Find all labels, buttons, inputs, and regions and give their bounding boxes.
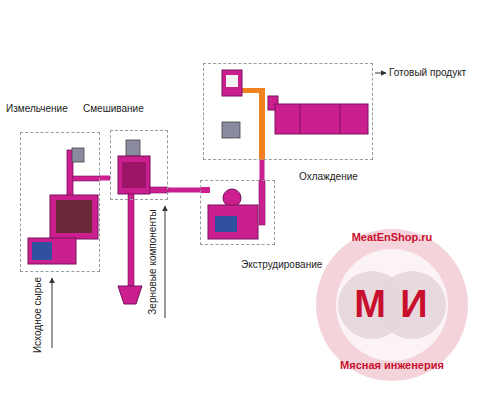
region-label: Измельчение [6, 103, 68, 115]
mixer-body [122, 162, 146, 188]
extruder [208, 205, 258, 239]
pipe [128, 194, 134, 286]
motor [72, 148, 84, 162]
cooler-drum [275, 104, 368, 134]
output-arrow [375, 73, 386, 74]
duct [200, 187, 210, 193]
feeder [223, 189, 241, 207]
region-label: Смешивание [83, 103, 144, 115]
watermark-logo [316, 229, 468, 381]
region-label: Охлаждение [299, 171, 358, 183]
watermark-text: М [354, 282, 386, 328]
logo-inner [336, 249, 448, 361]
watermark-text: И [400, 282, 427, 328]
pipe [240, 88, 265, 93]
pipe-connector [168, 188, 200, 193]
region-label: Экструдирование [241, 259, 322, 271]
mixer [118, 156, 150, 194]
mixer-unit [118, 140, 168, 304]
flow-label: Зерновые компоненты [147, 209, 159, 314]
cooler-unit [222, 70, 368, 160]
process-region: Экструдирование [200, 180, 275, 245]
logo-lens [378, 271, 446, 339]
watermark-text: Мясная инженерия [340, 359, 444, 372]
process-region: Измельчение [20, 132, 100, 272]
extruder-unit [200, 180, 265, 239]
motor [32, 242, 52, 260]
cyclone [222, 70, 242, 96]
motor [215, 216, 237, 232]
motor [126, 140, 140, 156]
drum-ring [300, 104, 301, 134]
duct [150, 187, 168, 193]
grinder-unit [28, 148, 100, 264]
input-arrow [165, 206, 166, 318]
pipe-connector [100, 176, 110, 181]
crusher [50, 195, 98, 239]
pipe-connector [260, 160, 265, 180]
pipe [259, 180, 265, 225]
drum-ring [340, 104, 341, 134]
process-region: Смешивание [110, 130, 168, 200]
flow-label: Готовый продукт [389, 67, 466, 79]
crusher-window [56, 200, 92, 233]
input-arrow [52, 278, 53, 348]
flow-label: Исходное сырье [32, 277, 44, 353]
process-region: Охлаждение [203, 63, 373, 160]
watermark-text: MeatEnShop.ru [352, 231, 433, 244]
pipe [73, 176, 100, 181]
hopper [118, 286, 142, 304]
pipe [259, 92, 265, 160]
drive [28, 238, 76, 264]
fan [222, 122, 240, 138]
logo-ring [316, 229, 468, 381]
cyclone-window [226, 75, 238, 87]
